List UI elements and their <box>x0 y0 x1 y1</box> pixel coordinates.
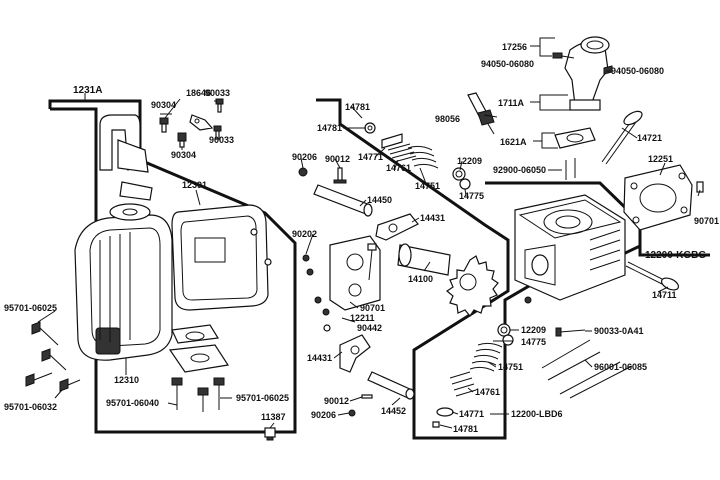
part-label-95701-06025-right: 95701-06025 <box>236 393 289 403</box>
part-label-1621A: 1621A <box>500 137 527 147</box>
gasket-12251 <box>623 164 693 231</box>
part-label-12391: 12391 <box>182 180 207 190</box>
part-label-95701-06032: 95701-06032 <box>4 402 57 412</box>
part-label-90206-top: 90206 <box>292 152 317 162</box>
part-label-14775-top: 14775 <box>459 191 484 201</box>
part-label-90442: 90442 <box>357 323 382 333</box>
intake-manifold-1711A <box>564 36 610 111</box>
part-label-90701-right: 90701 <box>694 216 719 226</box>
bolts-90202 <box>302 254 330 316</box>
part-label-94050-06080-left: 94050-06080 <box>481 59 534 69</box>
part-label-90304-b: 90304 <box>171 150 196 160</box>
rocker-shaft-14450 <box>313 184 373 217</box>
part-label-12200-LBD6: 12200-LBD6 <box>511 409 563 419</box>
part-label-14775-bottom: 14775 <box>521 337 546 347</box>
part-label-14711: 14711 <box>652 290 677 300</box>
part-label-17256: 17256 <box>502 42 527 52</box>
leader-lines <box>37 37 701 429</box>
breather-tube-1231A <box>99 114 153 221</box>
pin-90012-top <box>333 167 347 184</box>
part-label-12209-bottom: 12209 <box>521 325 546 335</box>
part-label-14751-bottom: 14751 <box>498 362 523 372</box>
part-label-90033-0A41: 90033-0A41 <box>594 326 644 336</box>
bolts-95701-06040 <box>171 377 225 412</box>
part-label-14781-top: 14781 <box>345 102 370 112</box>
pin-90701-right <box>696 181 704 193</box>
spark-plug-98056 <box>467 92 495 135</box>
bolts-95701-06025-left <box>25 321 67 387</box>
insulator-block <box>168 324 230 373</box>
camshaft-holder-12211 <box>329 235 381 311</box>
gasket-1621A <box>554 127 596 149</box>
studs-92900-06050 <box>565 158 576 180</box>
part-label-92900-06050: 92900-06050 <box>493 165 546 175</box>
part-label-12200-KGBG: 12200-KGBG <box>645 250 706 261</box>
cap-11387 <box>264 427 276 441</box>
part-label-14431-top: 14431 <box>420 213 445 223</box>
bolt-90206-top <box>298 167 308 177</box>
part-label-14431-bottom: 14431 <box>307 353 332 363</box>
part-label-14771-bottom: 14771 <box>459 409 484 419</box>
bolt-95701-06032 <box>59 378 81 392</box>
valve-14721 <box>601 110 643 165</box>
part-label-90304-a: 90304 <box>151 100 176 110</box>
camshaft-14100 <box>397 243 499 318</box>
bolts-96001-06085 <box>541 339 633 399</box>
part-label-90202: 90202 <box>292 229 317 239</box>
bolt-90033-0A41 <box>555 327 586 337</box>
valve-cover-12310 <box>74 214 173 361</box>
part-label-14761-top: 14761 <box>386 163 411 173</box>
bolts-94050-06080 <box>552 52 613 75</box>
valve-spring-set-bottom <box>432 323 514 428</box>
part-label-14781-bottom: 14781 <box>453 424 478 434</box>
part-label-94050-06080-right: 94050-06080 <box>611 66 664 76</box>
part-label-14100: 14100 <box>408 274 433 284</box>
rocker-shaft-14452 <box>367 371 415 400</box>
gasket-12391 <box>171 204 272 311</box>
bolt-90206-bottom <box>348 409 356 417</box>
rocker-arm-14431-top <box>375 213 419 241</box>
part-label-90701-center: 90701 <box>360 303 385 313</box>
rocker-arm-14431-bottom <box>339 334 371 373</box>
part-label-90033-b: 90033 <box>209 135 234 145</box>
pin-90701-center <box>367 243 377 251</box>
part-label-12310: 12310 <box>114 375 139 385</box>
part-label-14751-top: 14751 <box>415 181 440 191</box>
part-label-12211: 12211 <box>350 313 375 323</box>
valve-spring-set-top <box>364 122 471 190</box>
part-label-14771-top: 14771 <box>358 152 383 162</box>
part-label-90012-bottom: 90012 <box>324 396 349 406</box>
part-label-95701-06025-left: 95701-06025 <box>4 303 57 313</box>
part-label-14721: 14721 <box>637 133 662 143</box>
pin-90012-bottom <box>361 394 373 399</box>
part-label-12251: 12251 <box>648 154 673 164</box>
part-label-18646: 18646 <box>186 88 211 98</box>
washer-90442 <box>323 324 331 332</box>
part-label-90206-bottom: 90206 <box>311 410 336 420</box>
bolt-90304-b <box>177 132 187 148</box>
cylinder-head-12200-KGBG <box>514 194 626 304</box>
part-label-90033-a: 90033 <box>205 88 230 98</box>
bolt-90304-top <box>159 117 169 133</box>
part-label-14781-mid: 14781 <box>317 123 342 133</box>
part-label-12209-top: 12209 <box>457 156 482 166</box>
bolt-90033-a <box>215 98 224 113</box>
part-label-90012-top: 90012 <box>325 154 350 164</box>
part-label-95701-06040: 95701-06040 <box>106 398 159 408</box>
part-label-1711A: 1711A <box>498 98 525 108</box>
part-label-11387: 11387 <box>261 412 286 422</box>
part-label-1231A: 1231A <box>73 85 102 96</box>
part-label-14450: 14450 <box>367 195 392 205</box>
part-label-14452: 14452 <box>381 406 406 416</box>
part-label-14761-bottom: 14761 <box>475 387 500 397</box>
part-label-98056: 98056 <box>435 114 460 124</box>
valve-14711 <box>625 261 680 291</box>
bracket-18646 <box>189 114 214 131</box>
group-border-12200-KGBG <box>485 181 710 257</box>
part-label-96001-06085: 96001-06085 <box>594 362 647 372</box>
